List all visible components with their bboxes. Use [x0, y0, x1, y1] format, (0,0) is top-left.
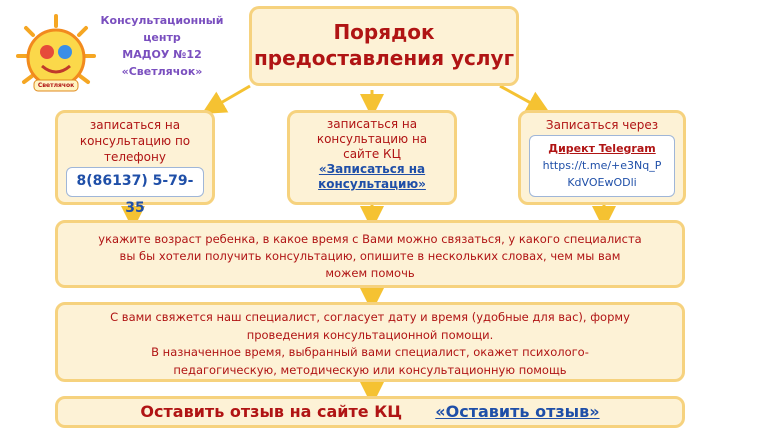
telegram-url-line2[interactable]: KdVOEwODli — [567, 176, 637, 189]
step2-box: укажите возраст ребенка, в какое время с… — [55, 220, 685, 288]
logo-text: Светлячок — [37, 82, 75, 89]
step3-box: С вами свяжется наш специалист, согласуе… — [55, 302, 685, 382]
page-title-line1: Порядок — [333, 20, 435, 44]
site-box: записаться на консультацию на сайте КЦ «… — [287, 110, 457, 205]
arrow-to-telegram — [499, 84, 551, 114]
phone-number-field[interactable]: 8(86137) 5-79-35 — [66, 167, 204, 216]
telegram-direct-link[interactable]: Директ Telegram — [548, 142, 656, 155]
phone-box: записаться на консультацию по телефону 8… — [55, 110, 215, 216]
page-title-line2: предоставления услуг — [253, 46, 515, 70]
title-box: Порядок предоставления услуг — [249, 6, 519, 86]
feedback-text: Оставить отзыв на сайте КЦ — [140, 402, 403, 421]
telegram-url-line1[interactable]: https://t.me/+e3Nq_P — [542, 159, 662, 172]
org-name: Консультационный центр МАДОУ №12 «Светля… — [100, 14, 224, 78]
arrow-to-phone — [201, 84, 251, 115]
logo: Светлячок — [14, 12, 98, 98]
phone-number[interactable]: 8(86137) 5-79-35 — [76, 173, 194, 216]
signup-link[interactable]: «Записаться на консультацию» — [318, 162, 426, 191]
logo-sun-icon — [16, 14, 96, 92]
telegram-link-card[interactable]: Директ Telegram https://t.me/+e3Nq_P KdV… — [529, 135, 675, 197]
feedback-link[interactable]: «Оставить отзыв» — [435, 402, 600, 421]
feedback-box: Оставить отзыв на сайте КЦ «Оставить отз… — [55, 396, 685, 428]
telegram-box: Записаться через Директ Telegram https:/… — [518, 110, 686, 205]
